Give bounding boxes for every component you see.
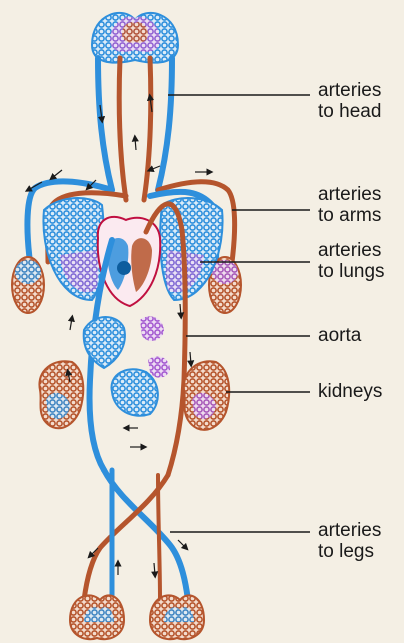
label-line: to lungs [318,261,385,282]
head-capillaries [92,13,178,63]
label-arteries-to-legs: arteries to legs [318,520,381,562]
label-line: to arms [318,205,381,226]
leg-vessels [84,470,188,600]
label-line: aorta [318,325,361,346]
label-line: to legs [318,541,381,562]
label-kidneys: kidneys [318,381,382,402]
leader-lines [168,95,310,532]
label-arteries-to-head: arteries to head [318,80,381,122]
label-line: kidneys [318,381,382,402]
label-aorta: aorta [318,325,361,346]
label-line: arteries [318,240,385,261]
organ-capillaries [84,316,170,415]
foot-capillaries [70,595,204,639]
label-line: to head [318,101,381,122]
label-line: arteries [318,80,381,101]
label-line: arteries [318,520,381,541]
label-arteries-to-arms: arteries to arms [318,184,381,226]
label-arteries-to-lungs: arteries to lungs [318,240,385,282]
head-vessels [98,58,172,200]
label-line: arteries [318,184,381,205]
